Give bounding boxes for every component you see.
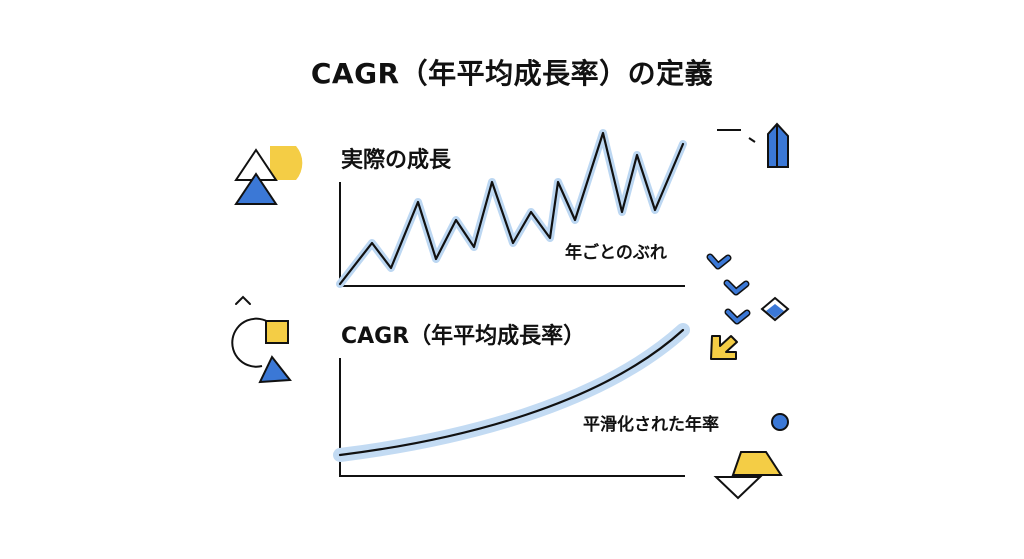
- chevron-down-icon: [724, 308, 751, 325]
- yellow-trapezoid-shape: [731, 451, 783, 476]
- caret-up-icon: [235, 295, 251, 305]
- shape-cluster-icon: [231, 317, 292, 384]
- actual-growth-line: [338, 131, 685, 286]
- cagr-curve: [338, 328, 685, 457]
- cagr-chart: [333, 323, 690, 477]
- cagr-annotation: 平滑化された年率: [583, 415, 719, 435]
- trapezoid-triangle-icon: [713, 451, 783, 500]
- triangle-cluster-icon: [234, 146, 303, 205]
- arrow-down-left-icon: [710, 335, 738, 360]
- blue-dot-icon: [771, 413, 789, 431]
- outline-arc-shape: [231, 317, 271, 368]
- chevron-down-icon: [706, 253, 732, 270]
- actual-growth-title: 実際の成長: [341, 148, 452, 173]
- chevron-down-icon: [723, 279, 750, 296]
- outline-triangle-shape: [713, 476, 763, 500]
- layer-stack-icon: [760, 296, 790, 322]
- blue-triangle-shape: [234, 172, 278, 205]
- cagr-title: CAGR（年平均成長率）: [341, 324, 586, 349]
- yellow-fan-shape: [270, 146, 303, 180]
- actual-growth-chart: [336, 129, 687, 288]
- actual-growth-annotation: 年ごとのぶれ: [565, 243, 667, 263]
- blue-triangle-shape: [258, 355, 292, 384]
- page-title: CAGR（年平均成長率）の定義: [310, 57, 714, 90]
- yellow-square-shape: [265, 320, 289, 344]
- blue-tab-icon: [717, 122, 789, 168]
